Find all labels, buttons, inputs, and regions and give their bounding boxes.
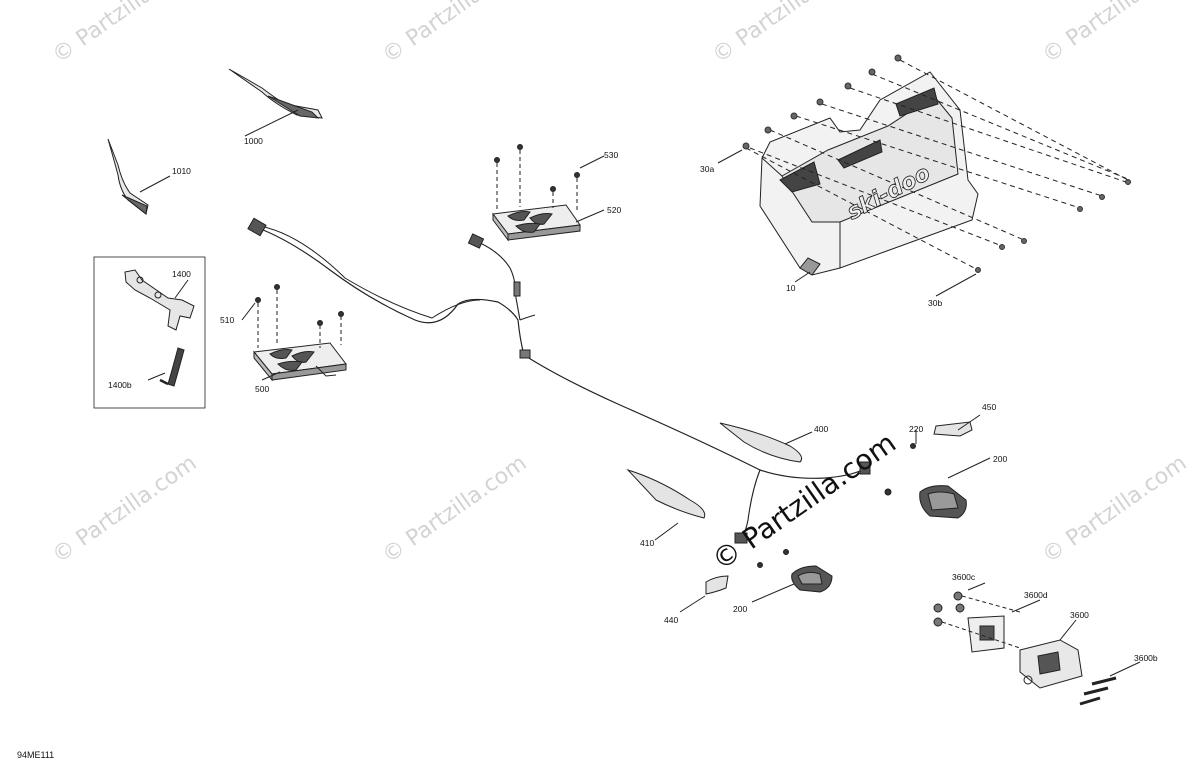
decal-450[interactable]	[933, 414, 981, 437]
callout-30a[interactable]: 30a	[700, 164, 714, 174]
tool-kit-box	[93, 256, 206, 409]
wiring-harness	[247, 217, 871, 544]
callout-440[interactable]: 440	[664, 615, 678, 625]
callout-1400[interactable]: 1400	[172, 269, 191, 279]
callout-400[interactable]: 400	[814, 424, 828, 434]
bumper-10[interactable]	[759, 71, 979, 283]
callout-450[interactable]: 450	[982, 402, 996, 412]
screw-heads-30	[742, 54, 1131, 273]
lamp-200-right[interactable]	[884, 430, 991, 519]
decal-1000[interactable]	[228, 68, 323, 137]
callout-10[interactable]: 10	[786, 283, 796, 293]
callout-3600c[interactable]: 3600c	[952, 572, 976, 582]
callout-1000[interactable]: 1000	[244, 136, 263, 146]
hitch-3600[interactable]	[933, 582, 1141, 706]
callout-1400b[interactable]: 1400b	[108, 380, 132, 390]
callout-530[interactable]: 530	[604, 150, 618, 160]
diagram-reference: 94ME111	[17, 750, 55, 760]
callout-3600d[interactable]: 3600d	[1024, 590, 1048, 600]
callout-3600b[interactable]: 3600b	[1134, 653, 1158, 663]
reflector-410[interactable]	[626, 468, 706, 541]
callout-510[interactable]: 510	[220, 315, 234, 325]
decal-1010[interactable]	[107, 138, 171, 215]
bracket-520[interactable]	[492, 144, 605, 242]
decal-440[interactable]	[679, 575, 729, 613]
callout-500[interactable]: 500	[255, 384, 269, 394]
callout-220[interactable]: 220	[909, 424, 923, 434]
callouts: 10 30a 30b 200 200 220 400 410 440 450 5…	[108, 136, 1158, 663]
callout-30b[interactable]: 30b	[928, 298, 942, 308]
screws-30[interactable]	[745, 59, 1131, 271]
lamp-200-left[interactable]	[751, 549, 833, 603]
callout-3600[interactable]: 3600	[1070, 610, 1089, 620]
callout-200-right[interactable]: 200	[993, 454, 1007, 464]
callout-520[interactable]: 520	[607, 205, 621, 215]
reflector-400[interactable]	[719, 422, 813, 463]
callout-200-left[interactable]: 200	[733, 604, 747, 614]
callout-410[interactable]: 410	[640, 538, 654, 548]
callout-1010[interactable]: 1010	[172, 166, 191, 176]
bracket-500[interactable]	[241, 284, 347, 382]
